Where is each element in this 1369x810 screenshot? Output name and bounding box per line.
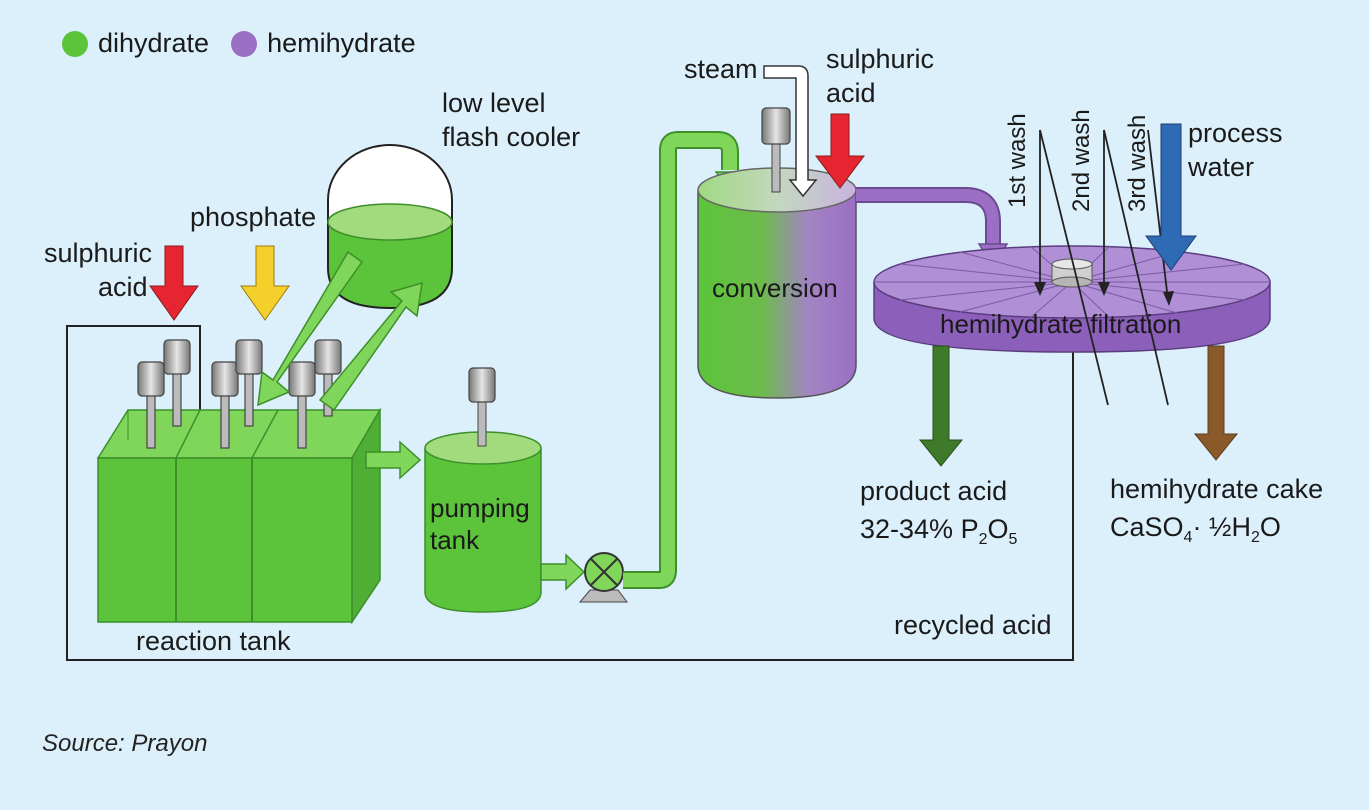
recycled-acid-line xyxy=(66,325,1074,661)
hemihydrate-label: hemihydrate xyxy=(267,28,416,58)
pumping-tank xyxy=(424,367,542,613)
legend-item-hemihydrate: hemihydrate xyxy=(231,28,416,59)
wash-lines xyxy=(1039,129,1169,406)
sulphuric-acid-arrow-left xyxy=(149,245,199,321)
cake-formula-part1: CaSO xyxy=(1110,512,1184,542)
legend-item-dihydrate: dihydrate xyxy=(62,28,209,59)
conversion-label: conversion xyxy=(712,273,838,303)
hemihydrate-cake-formula: CaSO4· ½H2O xyxy=(1110,510,1323,555)
wash-arrowheads xyxy=(1034,282,1174,306)
agitator-group xyxy=(137,339,342,449)
product-acid-formula-part1: 32-34% P xyxy=(860,514,979,544)
dihydrate-swatch xyxy=(62,30,88,57)
sulphuric-acid-right-line2: acid xyxy=(826,78,876,108)
cake-formula-sub2: 2 xyxy=(1250,529,1260,546)
reaction-tank-label: reaction tank xyxy=(136,626,291,656)
sulphuric-acid-left-label: sulphuric acid xyxy=(44,236,152,304)
process-water-arrow xyxy=(1145,123,1197,271)
sulphuric-acid-right-label: sulphuric acid xyxy=(826,42,934,110)
source-credit: Source: Prayon xyxy=(42,730,208,757)
flash-cooler-label: low level flash cooler xyxy=(442,86,580,154)
phosphate-label: phosphate xyxy=(190,202,317,232)
dihydrate-label: dihydrate xyxy=(98,28,210,58)
cake-formula-part2: · ½H xyxy=(1192,512,1251,542)
product-acid-line1: product acid xyxy=(860,476,1008,506)
flash-cooler-line1: low level xyxy=(442,88,546,118)
pumping-tank-label: pumping tank xyxy=(430,492,530,556)
recycled-acid-label: recycled acid xyxy=(894,610,1052,640)
product-acid-formula-sub1: 2 xyxy=(978,531,988,548)
process-water-line1: process xyxy=(1188,118,1283,148)
process-water-line2: water xyxy=(1188,152,1255,182)
pumping-tank-line2: tank xyxy=(430,525,480,555)
product-acid-label: product acid 32-34% P2O5 xyxy=(860,474,1017,557)
pumping-tank-line1: pumping xyxy=(430,493,530,523)
hemihydrate-filtration-label: hemihydrate filtration xyxy=(940,309,1182,339)
sulphuric-acid-left-line2: acid xyxy=(98,272,148,302)
product-acid-arrow xyxy=(918,345,964,467)
hemihydrate-swatch xyxy=(231,30,258,57)
arrow-to-pump xyxy=(540,553,586,591)
wash-2-label: 2nd wash xyxy=(1068,109,1095,212)
reaction-tank xyxy=(96,407,382,625)
sulphuric-acid-left-line1: sulphuric xyxy=(44,238,153,268)
sulphuric-acid-right-line1: sulphuric xyxy=(826,44,935,74)
pipe-to-filtration xyxy=(856,187,1001,246)
cake-formula-sub1: 4 xyxy=(1183,529,1193,546)
hemihydrate-cake-label: hemihydrate cake CaSO4· ½H2O xyxy=(1110,472,1323,555)
flash-cooler-line2: flash cooler xyxy=(442,122,581,152)
steam-label: steam xyxy=(684,54,758,84)
hemihydrate-cake-line1: hemihydrate cake xyxy=(1110,474,1324,504)
wash-1-label: 1st wash xyxy=(1004,113,1031,208)
sulphuric-acid-arrow-right xyxy=(815,113,865,189)
product-acid-formula-part2: O xyxy=(987,514,1009,544)
pump xyxy=(578,552,628,603)
product-acid-formula-sub2: 5 xyxy=(1008,531,1018,548)
conversion-tank xyxy=(697,107,857,399)
hemihydrate-cake-arrow xyxy=(1193,345,1239,461)
phosphate-arrow xyxy=(240,245,290,321)
legend: dihydrate hemihydrate xyxy=(62,28,438,59)
cake-formula-part3: O xyxy=(1259,512,1281,542)
wash-3-label: 3rd wash xyxy=(1124,114,1151,212)
flash-cooler-arrows xyxy=(257,250,423,412)
product-acid-formula: 32-34% P2O5 xyxy=(860,512,1017,557)
steam-arrow xyxy=(763,65,818,198)
arrow-to-pumping-tank xyxy=(365,440,422,480)
process-water-label: process water xyxy=(1188,116,1283,184)
